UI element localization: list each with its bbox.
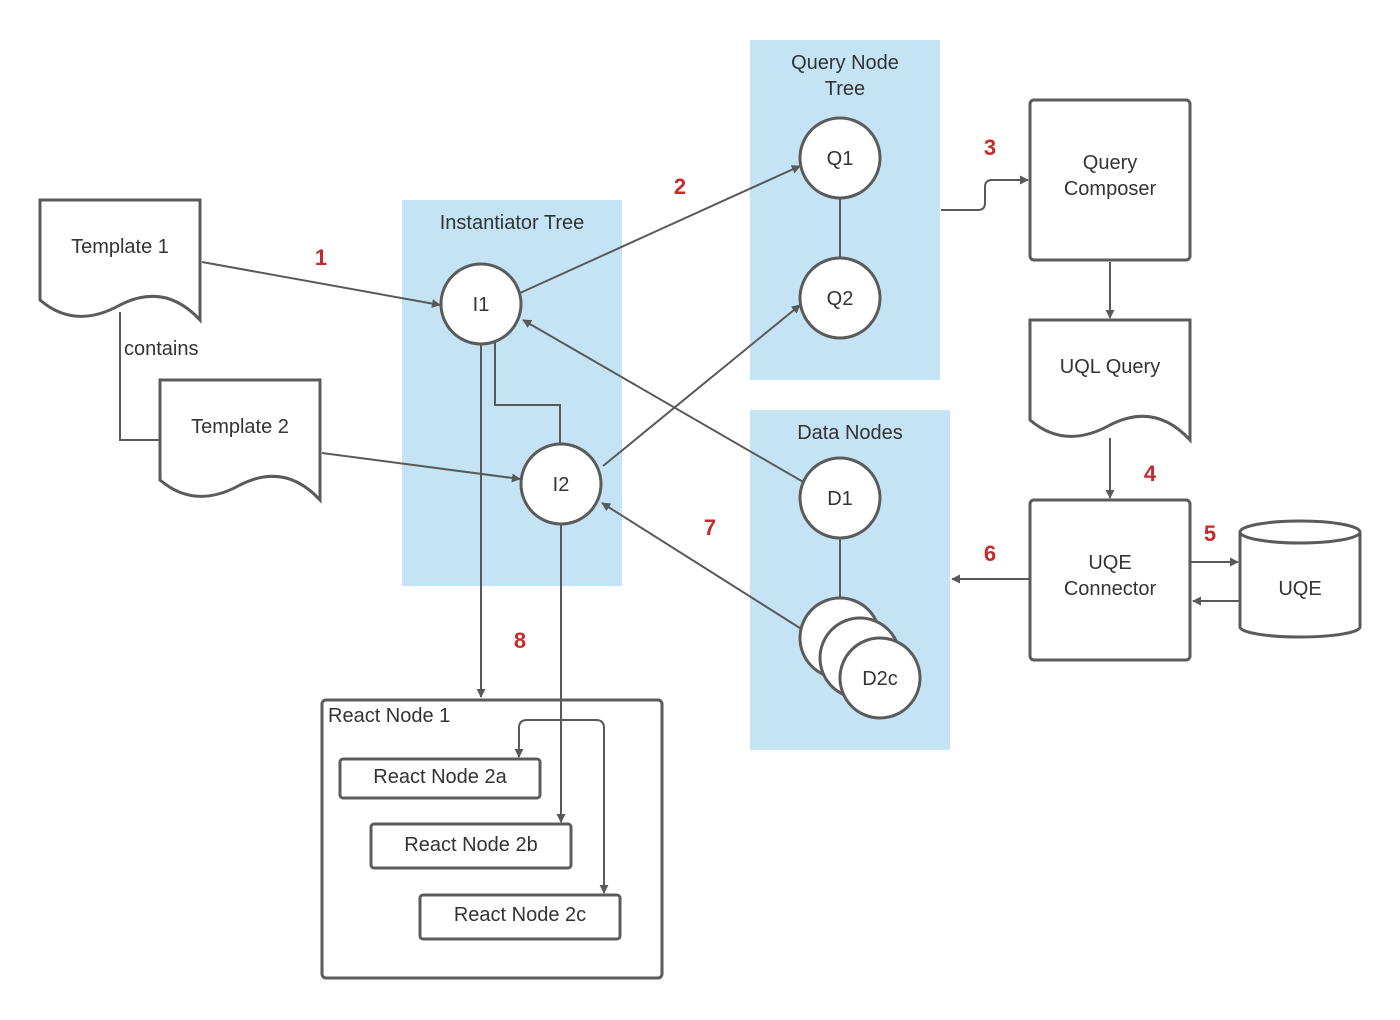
instantiator-node-i1: I1	[439, 262, 523, 346]
contains-label: contains	[124, 338, 199, 360]
template-2-label: Template 2	[191, 416, 289, 438]
arrow-template2-to-i2	[321, 452, 521, 483]
data-node-d2c	[838, 636, 922, 720]
instantiator-node-i2: I2	[519, 442, 603, 526]
arrow-querytree-to-composer	[941, 175, 1029, 211]
uql-query-document: UQL Query	[1028, 318, 1192, 444]
arrow-d2-to-i2	[601, 502, 804, 631]
step-7-label: 7	[704, 515, 716, 540]
arrow-i2-to-q2	[602, 304, 801, 467]
step-2-label: 2	[674, 174, 686, 199]
template-2-document: Template 2	[158, 378, 322, 504]
arrow-d1-to-i1	[522, 319, 806, 484]
instantiator-tree-title: Instantiator Tree	[440, 212, 585, 234]
d1-label: D1	[827, 488, 853, 510]
query-node-q1: Q1	[798, 116, 882, 200]
react-node-1-label: React Node 1	[328, 705, 450, 727]
query-node-q2: Q2	[798, 256, 882, 340]
contains-link	[119, 312, 160, 441]
i2-label: I2	[553, 474, 570, 496]
uqe-connector-label-line2: Connector	[1064, 578, 1157, 600]
data-node-d2-stack: D2c	[798, 596, 922, 720]
uqe-database: UQE	[1238, 519, 1362, 639]
i1-label: I1	[473, 294, 490, 316]
instantiator-tree-panel: Instantiator Tree	[402, 200, 622, 586]
arrow-i2-to-react2c	[561, 719, 609, 894]
i1-i2-link	[494, 342, 561, 446]
template-1-label: Template 1	[71, 236, 169, 258]
step-4-label: 4	[1144, 461, 1157, 486]
template-1-document: Template 1	[38, 198, 202, 324]
react-node-2b-box: React Node 2b	[369, 822, 573, 870]
step-8-label: 8	[514, 628, 526, 653]
q1-label: Q1	[827, 148, 854, 170]
arrow-i1-to-q1	[519, 165, 801, 294]
arrow-template1-to-i1	[201, 261, 441, 308]
step-6-label: 6	[984, 541, 996, 566]
step-5-label: 5	[1204, 521, 1216, 546]
d2c-label: D2c	[862, 668, 898, 690]
data-nodes-title: Data Nodes	[797, 422, 903, 444]
data-node-d1: D1	[798, 456, 882, 540]
react-node-2a-box: React Node 2a	[338, 757, 542, 800]
step-1-label: 1	[315, 245, 327, 270]
react-node-2a-label: React Node 2a	[373, 766, 507, 788]
arrow-i2-to-react2a	[514, 719, 561, 758]
step-numbers: 1 2 3 4 5 6 7 8	[315, 135, 1216, 653]
react-node-1-box: React Node 1	[320, 698, 664, 980]
uqe-label: UQE	[1278, 578, 1321, 600]
query-node-tree-title-line2: Tree	[825, 78, 865, 100]
query-composer-box: Query Composer	[1028, 98, 1192, 262]
uql-query-label: UQL Query	[1060, 356, 1160, 378]
uqe-connector-label-line1: UQE	[1088, 552, 1131, 574]
query-composer-label-line2: Composer	[1064, 178, 1157, 200]
react-node-2c-label: React Node 2c	[454, 904, 586, 926]
query-node-tree-title-line1: Query Node	[791, 52, 899, 74]
step-3-label: 3	[984, 135, 996, 160]
react-node-2c-box: React Node 2c	[418, 893, 622, 941]
q2-label: Q2	[827, 288, 854, 310]
uqe-connector-box: UQE Connector	[1028, 498, 1192, 662]
react-node-2b-label: React Node 2b	[404, 834, 537, 856]
query-composer-label-line1: Query	[1083, 152, 1137, 174]
